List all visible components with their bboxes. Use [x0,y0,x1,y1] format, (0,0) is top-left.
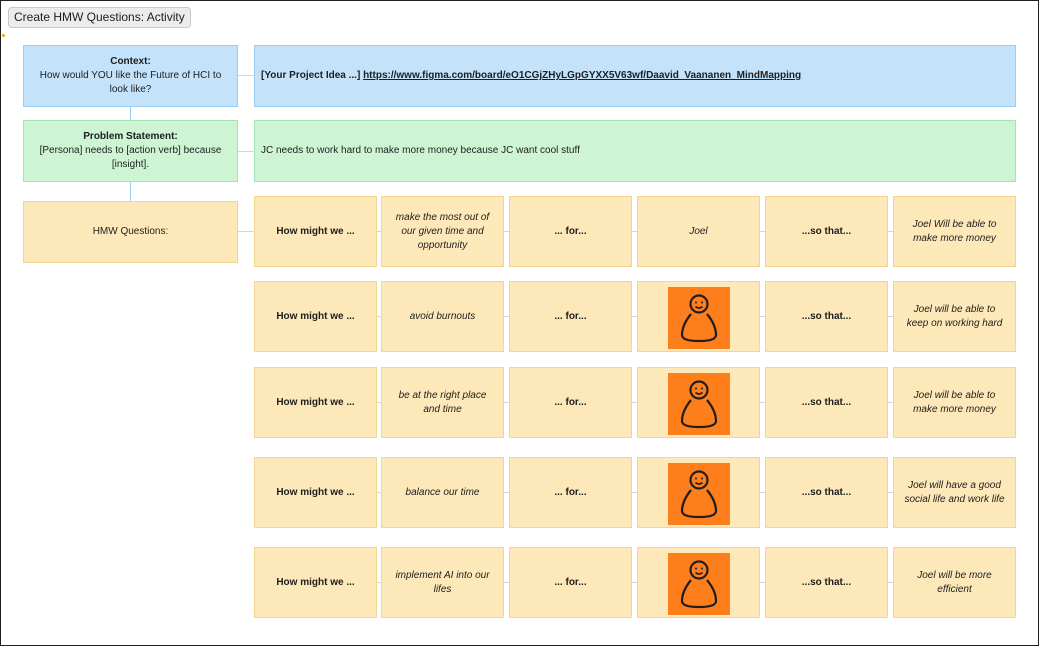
hmw-for-text: ... for... [554,396,587,408]
hmw-outcome-sticky[interactable]: Joel will have a good social life and wo… [893,457,1016,528]
hmw-action-sticky[interactable]: implement AI into our lifes [381,547,504,618]
hmw-for-text: ... for... [554,225,587,237]
hmw-outcome-text: Joel will be able to keep on working har… [906,303,1003,329]
problem-value-sticky[interactable]: JC needs to work hard to make more money… [254,120,1016,182]
context-value-sticky[interactable]: [Your Project Idea ...] https://www.figm… [254,45,1016,107]
hmw-for-sticky[interactable]: ... for... [509,547,632,618]
hmw-action-sticky[interactable]: make the most out of our given time and … [381,196,504,267]
project-idea-label: [Your Project Idea ...] [261,70,361,81]
row-connector-line [254,492,1016,493]
hmw-outcome-sticky[interactable]: Joel will be more efficient [893,547,1016,618]
hmw-for-sticky[interactable]: ... for... [509,367,632,438]
problem-sticky[interactable]: Problem Statement: [Persona] needs to [a… [23,120,238,182]
row-connector-line [254,316,1016,317]
hmw-outcome-sticky[interactable]: Joel will be able to make more money [893,367,1016,438]
hmw-how-sticky[interactable]: How might we ... [254,281,377,352]
person-doodle-icon[interactable] [668,373,730,435]
person-doodle-icon[interactable] [668,553,730,615]
hmw-action-text: make the most out of our given time and … [395,211,490,251]
hmw-for-text: ... for... [554,486,587,498]
hmw-so-that-sticky[interactable]: ...so that... [765,547,888,618]
hmw-for-sticky[interactable]: ... for... [509,457,632,528]
hmw-for-text: ... for... [554,576,587,588]
context-prompt: How would YOU like the Future of HCI to … [39,70,222,95]
context-heading: Context: [110,56,151,67]
hmw-for-sticky[interactable]: ... for... [509,196,632,267]
hmw-so-that-sticky[interactable]: ...so that... [765,457,888,528]
problem-prompt: [Persona] needs to [action verb] because… [39,145,222,170]
project-link[interactable]: https://www.figma.com/board/eO1CGjZHyLGp… [363,70,802,81]
connector-line [130,107,131,120]
hmw-outcome-text: Joel will be more efficient [917,569,992,595]
connector-line [238,231,254,232]
hmw-outcome-sticky[interactable]: Joel will be able to keep on working har… [893,281,1016,352]
hmw-outcome-text: Joel will have a good social life and wo… [904,479,1005,505]
hmw-so-that-text: ...so that... [801,486,852,498]
hmw-so-that-sticky[interactable]: ...so that... [765,196,888,267]
row-connector-line [254,402,1016,403]
connector-line [238,75,254,76]
hmw-how-text: How might we ... [276,486,355,498]
person-doodle-icon[interactable] [668,463,730,525]
hmw-so-that-sticky[interactable]: ...so that... [765,281,888,352]
person-doodle-icon[interactable] [668,287,730,349]
connector-line [130,182,131,201]
row-connector-line [254,231,1016,232]
hmw-how-sticky[interactable]: How might we ... [254,196,377,267]
hmw-for-sticky[interactable]: ... for... [509,281,632,352]
board-title[interactable]: Create HMW Questions: Activity [8,7,191,28]
hmw-how-text: How might we ... [276,576,355,588]
hmw-who-text: Joel [689,225,708,237]
hmw-how-text: How might we ... [276,225,355,237]
hmw-action-text: avoid burnouts [409,310,476,322]
problem-statement: JC needs to work hard to make more money… [261,145,580,156]
connector-line [238,151,254,152]
problem-heading: Problem Statement: [83,131,178,142]
hmw-outcome-text: Joel Will be able to make more money [912,218,997,244]
hmw-label: HMW Questions: [92,226,169,237]
hmw-action-sticky[interactable]: balance our time [381,457,504,528]
hmw-so-that-text: ...so that... [801,576,852,588]
hmw-so-that-sticky[interactable]: ...so that... [765,367,888,438]
hmw-so-that-text: ...so that... [801,225,852,237]
hmw-who-sticky[interactable]: Joel [637,196,760,267]
row-connector-line [254,582,1016,583]
hmw-how-sticky[interactable]: How might we ... [254,367,377,438]
hmw-action-sticky[interactable]: be at the right place and time [381,367,504,438]
hmw-for-text: ... for... [554,310,587,322]
hmw-how-sticky[interactable]: How might we ... [254,547,377,618]
hmw-outcome-text: Joel will be able to make more money [913,389,996,415]
selection-dot [2,34,5,37]
hmw-so-that-text: ...so that... [801,310,852,322]
hmw-action-text: implement AI into our lifes [395,569,490,595]
hmw-outcome-sticky[interactable]: Joel Will be able to make more money [893,196,1016,267]
hmw-how-sticky[interactable]: How might we ... [254,457,377,528]
hmw-action-text: be at the right place and time [398,389,487,415]
hmw-so-that-text: ...so that... [801,396,852,408]
hmw-how-text: How might we ... [276,396,355,408]
context-sticky[interactable]: Context: How would YOU like the Future o… [23,45,238,107]
hmw-label-sticky[interactable]: HMW Questions: [23,201,238,263]
hmw-how-text: How might we ... [276,310,355,322]
hmw-action-text: balance our time [405,486,480,498]
hmw-action-sticky[interactable]: avoid burnouts [381,281,504,352]
